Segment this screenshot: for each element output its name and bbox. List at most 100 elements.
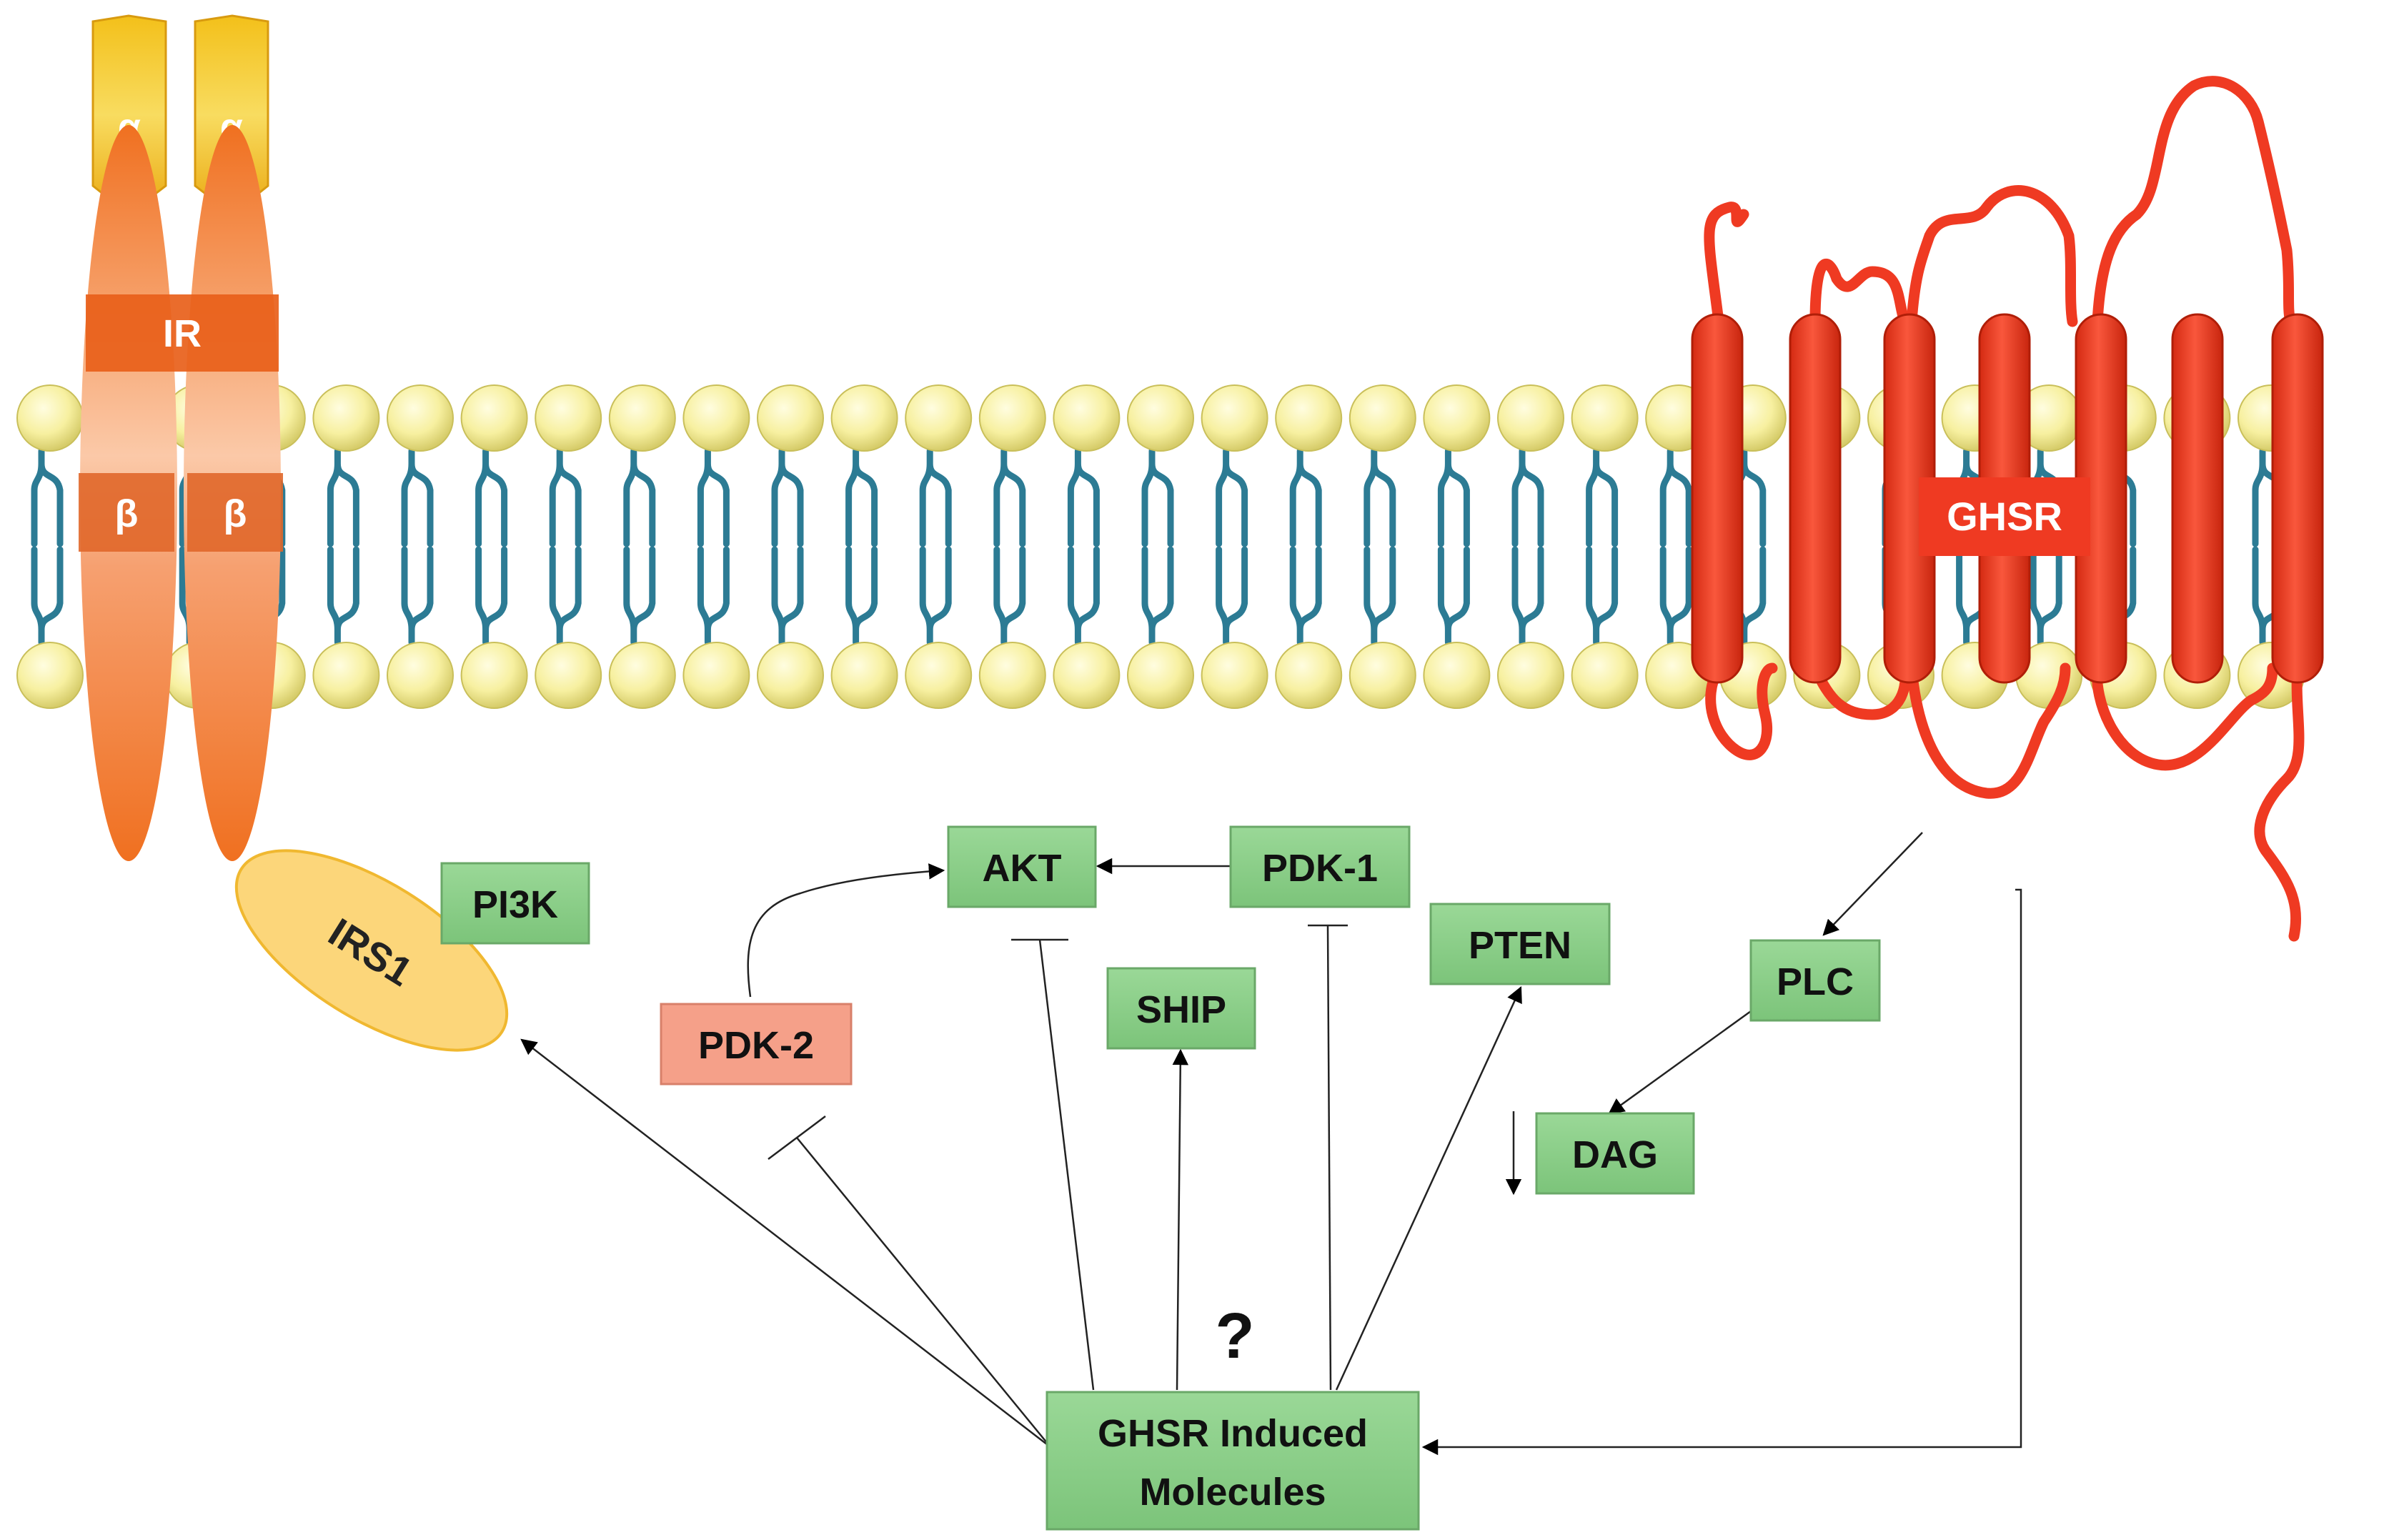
phospholipid-head <box>535 642 602 709</box>
phospholipid-head <box>1201 642 1268 709</box>
ir-label: IR <box>163 312 202 355</box>
phospholipid-head <box>1497 384 1564 452</box>
induced-to-pten-arrow <box>1335 985 1522 1391</box>
phospholipid-head <box>682 384 750 452</box>
phospholipid-head <box>1127 384 1194 452</box>
phospholipid-head <box>757 642 824 709</box>
lipid-tails <box>1659 447 1692 646</box>
phospholipid-head <box>905 384 973 452</box>
phospholipid-head <box>1201 384 1268 452</box>
phospholipid-head <box>312 642 380 709</box>
lipid-tails <box>993 447 1026 646</box>
ghsr-tm6 <box>2171 313 2224 684</box>
lipid-tails <box>1289 447 1322 646</box>
beta-box-left <box>79 473 174 552</box>
ghsr-to-induced-arrow <box>1421 888 2022 1456</box>
phospholipid-head <box>1127 642 1194 709</box>
phospholipid-head <box>16 642 84 709</box>
induced-inhibits-akt <box>1038 939 1095 1391</box>
question-mark: ? <box>1216 1301 1255 1372</box>
phospholipid-head <box>460 384 528 452</box>
phospholipid-head <box>830 384 898 452</box>
node-plc: PLC <box>1749 939 1881 1022</box>
ghsr-label-band <box>1919 477 2090 556</box>
phospholipid-head <box>460 642 528 709</box>
lipid-tails <box>549 447 582 646</box>
phospholipid-head <box>1053 642 1121 709</box>
pdk2-label: PDK-2 <box>698 1024 814 1067</box>
node-pten: PTEN <box>1429 903 1611 985</box>
ghsr-to-plc-arrow <box>1822 832 1923 936</box>
phospholipid-head <box>608 384 676 452</box>
lipid-tails <box>327 447 359 646</box>
plc-to-dag-arrow <box>1608 1010 1752 1115</box>
node-akt: AKT <box>947 825 1097 908</box>
node-pi3k: PI3K <box>440 862 590 945</box>
induced-inhibits-pdk2 <box>796 1137 1051 1448</box>
induced-label-line1: GHSR Induced <box>1098 1412 1368 1455</box>
lipid-tails <box>1067 447 1100 646</box>
beta-box-right <box>187 473 283 552</box>
beta-label-right: β <box>224 492 247 535</box>
lipid-tails <box>1141 447 1174 646</box>
lipid-tails <box>697 447 730 646</box>
pten-label: PTEN <box>1469 924 1571 967</box>
connectors <box>520 832 2022 1456</box>
phospholipid-head <box>1571 642 1639 709</box>
ghsr-label: GHSR <box>1947 494 2062 539</box>
ghsr-tm7 <box>2271 313 2324 684</box>
ghsr-tm1 <box>1691 313 1744 684</box>
insulin-receptor: α α IR β β <box>79 14 283 861</box>
phospholipid-head <box>830 642 898 709</box>
induced-to-ship-arrow <box>1172 1048 1189 1391</box>
induced-to-irs1-arrow <box>520 1038 1051 1448</box>
phospholipid-head <box>757 384 824 452</box>
phospholipid-head <box>387 384 454 452</box>
lipid-tails <box>1586 447 1619 646</box>
induced-inhibits-pdk1 <box>1326 925 1332 1391</box>
phospholipid-head <box>1348 642 1416 709</box>
phospholipid-head <box>1275 642 1343 709</box>
pdk2-to-akt-arrow <box>747 863 945 998</box>
ghsr-c-terminus <box>2254 662 2305 942</box>
phospholipid-head <box>312 384 380 452</box>
ghsr-receptor: GHSR <box>1691 76 2324 942</box>
lipid-tails <box>475 447 508 646</box>
pi3k-label: PI3K <box>472 883 558 926</box>
ir-band <box>86 294 279 372</box>
phospholipid-head <box>387 642 454 709</box>
node-ghsr-induced-molecules: GHSR Induced Molecules <box>1045 1391 1420 1531</box>
ghsr-n-terminus <box>1704 202 1749 327</box>
induced-label-line2: Molecules <box>1139 1471 1326 1514</box>
phospholipid-head <box>1275 384 1343 452</box>
ship-label: SHIP <box>1136 988 1226 1031</box>
phospholipid-head <box>1348 384 1416 452</box>
lipid-tails <box>845 447 878 646</box>
lipid-tails <box>1437 447 1470 646</box>
phospholipid-head <box>535 384 602 452</box>
dag-label: DAG <box>1572 1133 1658 1176</box>
lipid-tails <box>919 447 952 646</box>
phospholipid-head <box>1423 384 1491 452</box>
phospholipid-head <box>1053 384 1121 452</box>
lipid-tails <box>1216 447 1248 646</box>
lipid-tails <box>623 447 656 646</box>
phospholipid-head <box>905 642 973 709</box>
lipid-tails <box>771 447 804 646</box>
beta-label-left: β <box>115 492 139 535</box>
node-pdk1: PDK-1 <box>1229 825 1411 908</box>
lipid-tails <box>1511 447 1544 646</box>
phospholipid-head <box>1423 642 1491 709</box>
plc-label: PLC <box>1777 960 1854 1003</box>
ghsr-tm2 <box>1789 313 1842 684</box>
phospholipid-head <box>978 642 1046 709</box>
lipid-tails <box>1364 447 1396 646</box>
akt-label: AKT <box>983 847 1062 890</box>
phospholipid-head <box>16 384 84 452</box>
node-ship: SHIP <box>1106 967 1256 1050</box>
pdk2-inhibition-bar <box>768 1116 826 1160</box>
phospholipid-head <box>682 642 750 709</box>
phospholipid-head <box>978 384 1046 452</box>
phospholipid-head <box>608 642 676 709</box>
